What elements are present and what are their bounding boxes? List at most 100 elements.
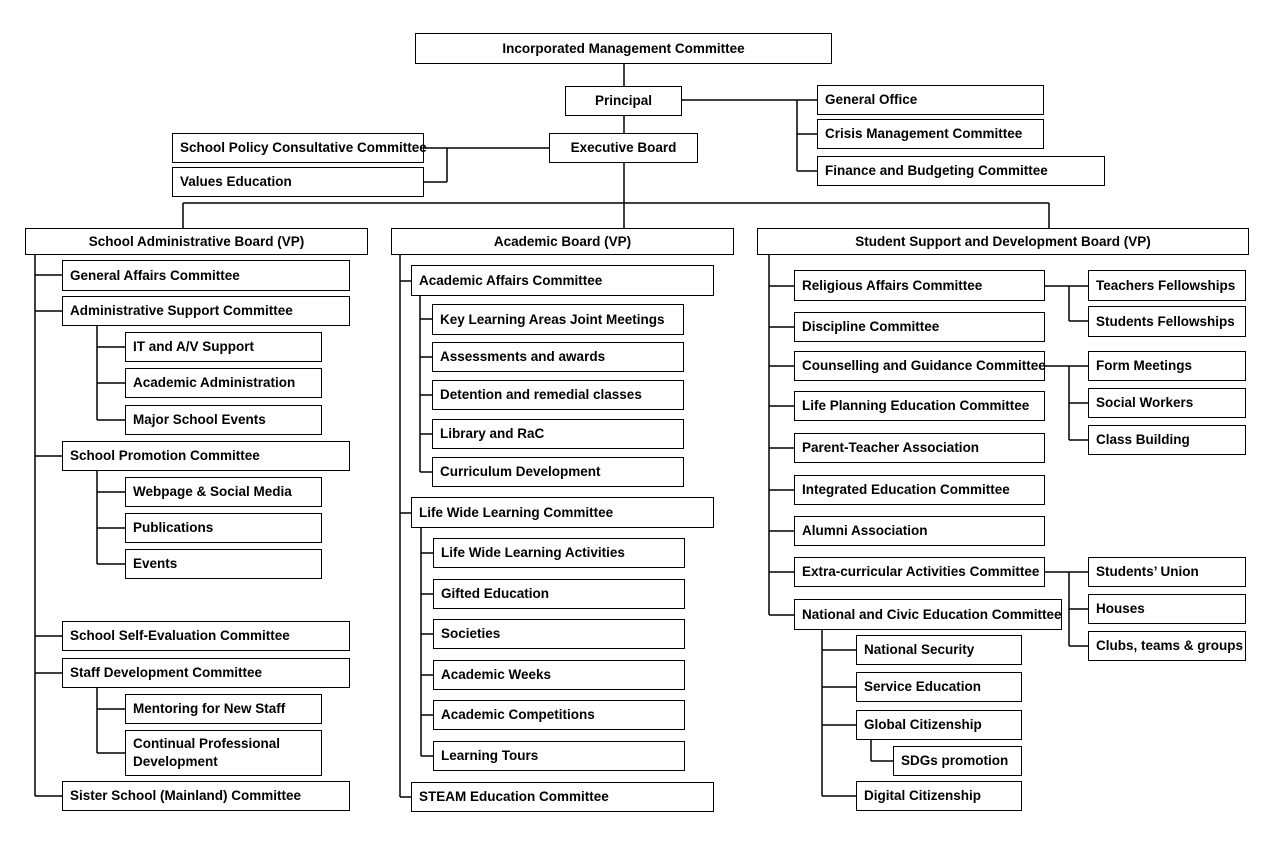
school-promotion-box: School Promotion Committee bbox=[62, 441, 350, 471]
social-workers-box: Social Workers bbox=[1088, 388, 1246, 418]
social-workers-label: Social Workers bbox=[1096, 395, 1194, 410]
academic-competitions-box: Academic Competitions bbox=[433, 700, 685, 730]
academic-competitions-label: Academic Competitions bbox=[441, 707, 595, 722]
steam-education-box: STEAM Education Committee bbox=[411, 782, 714, 812]
assessments-awards-box: Assessments and awards bbox=[432, 342, 684, 372]
alumni-box: Alumni Association bbox=[794, 516, 1045, 546]
eca-box: Extra-curricular Activities Committee bbox=[794, 557, 1045, 587]
discipline-label: Discipline Committee bbox=[802, 319, 940, 334]
lwl-activities-label: Life Wide Learning Activities bbox=[441, 545, 625, 560]
general-office-label: General Office bbox=[825, 92, 918, 107]
digital-citizenship-box: Digital Citizenship bbox=[856, 781, 1022, 811]
principal-box: Principal bbox=[565, 86, 682, 116]
clubs-teams-groups-box: Clubs, teams & groups bbox=[1088, 631, 1246, 661]
values-education-box: Values Education bbox=[172, 167, 424, 197]
executive-board-label: Executive Board bbox=[570, 140, 677, 155]
pta-box: Parent-Teacher Association bbox=[794, 433, 1045, 463]
form-meetings-label: Form Meetings bbox=[1096, 358, 1193, 373]
imc-label: Incorporated Management Committee bbox=[502, 40, 745, 56]
admin-board-label: School Administrative Board (VP) bbox=[88, 233, 305, 249]
events-label: Events bbox=[133, 556, 178, 571]
life-wide-learning-box: Life Wide Learning Committee bbox=[411, 497, 714, 528]
library-rac-label: Library and RaC bbox=[440, 426, 545, 441]
service-education-box: Service Education bbox=[856, 672, 1022, 702]
finance-budgeting-label: Finance and Budgeting Committee bbox=[825, 163, 1048, 178]
publications-label: Publications bbox=[133, 520, 214, 535]
digital-citizenship-label: Digital Citizenship bbox=[864, 788, 982, 803]
major-school-events-box: Major School Events bbox=[125, 405, 322, 435]
learning-tours-box: Learning Tours bbox=[433, 741, 685, 771]
administrative-support-label: Administrative Support Committee bbox=[70, 303, 293, 318]
life-wide-learning-label: Life Wide Learning Committee bbox=[419, 504, 614, 520]
national-civic-box: National and Civic Education Committee bbox=[794, 599, 1062, 630]
general-affairs-label: General Affairs Committee bbox=[70, 267, 240, 283]
gifted-education-label: Gifted Education bbox=[441, 586, 549, 601]
form-meetings-box: Form Meetings bbox=[1088, 351, 1246, 381]
lwl-activities-box: Life Wide Learning Activities bbox=[433, 538, 685, 568]
staff-development-box: Staff Development Committee bbox=[62, 658, 350, 688]
detention-remedial-label: Detention and remedial classes bbox=[440, 387, 642, 402]
sdgs-promotion-box: SDGs promotion bbox=[893, 746, 1022, 776]
kla-joint-meetings-box: Key Learning Areas Joint Meetings bbox=[432, 304, 684, 335]
admin-board-box: School Administrative Board (VP) bbox=[25, 228, 368, 255]
students-fellowships-box: Students Fellowships bbox=[1088, 306, 1246, 337]
discipline-box: Discipline Committee bbox=[794, 312, 1045, 342]
sdgs-promotion-label: SDGs promotion bbox=[901, 753, 1009, 768]
learning-tours-label: Learning Tours bbox=[441, 748, 539, 763]
assessments-awards-label: Assessments and awards bbox=[440, 349, 606, 364]
self-evaluation-label: School Self-Evaluation Committee bbox=[70, 628, 290, 643]
academic-weeks-label: Academic Weeks bbox=[441, 667, 552, 682]
global-citizenship-box: Global Citizenship bbox=[856, 710, 1022, 740]
houses-box: Houses bbox=[1088, 594, 1246, 624]
life-planning-label: Life Planning Education Committee bbox=[802, 398, 1030, 413]
finance-budgeting-box: Finance and Budgeting Committee bbox=[817, 156, 1105, 186]
gifted-education-box: Gifted Education bbox=[433, 579, 685, 609]
webpage-social-media-box: Webpage & Social Media bbox=[125, 477, 322, 507]
sister-school-box: Sister School (Mainland) Committee bbox=[62, 781, 350, 811]
students-fellowships-label: Students Fellowships bbox=[1096, 313, 1235, 329]
school-policy-consultative-box: School Policy Consultative Committee bbox=[172, 133, 427, 163]
national-civic-label: National and Civic Education Committee bbox=[802, 606, 1062, 622]
support-board-label: Student Support and Development Board (V… bbox=[855, 233, 1151, 249]
teachers-fellowships-label: Teachers Fellowships bbox=[1096, 277, 1236, 293]
curriculum-development-box: Curriculum Development bbox=[432, 457, 684, 487]
academic-board-label: Academic Board (VP) bbox=[493, 233, 632, 249]
students-union-box: Students’ Union bbox=[1088, 557, 1246, 587]
alumni-label: Alumni Association bbox=[802, 523, 928, 538]
it-av-support-label: IT and A/V Support bbox=[133, 339, 254, 354]
curriculum-development-label: Curriculum Development bbox=[440, 464, 601, 479]
counselling-guidance-label: Counselling and Guidance Committee bbox=[802, 358, 1046, 373]
publications-box: Publications bbox=[125, 513, 322, 543]
eca-label: Extra-curricular Activities Committee bbox=[802, 564, 1040, 579]
service-education-label: Service Education bbox=[864, 679, 982, 694]
societies-label: Societies bbox=[441, 626, 501, 641]
life-planning-box: Life Planning Education Committee bbox=[794, 391, 1045, 421]
general-affairs-box: General Affairs Committee bbox=[62, 260, 350, 291]
integrated-education-box: Integrated Education Committee bbox=[794, 475, 1045, 505]
staff-development-label: Staff Development Committee bbox=[70, 665, 263, 680]
administrative-support-box: Administrative Support Committee bbox=[62, 296, 350, 326]
imc-box: Incorporated Management Committee bbox=[415, 33, 832, 64]
general-office-box: General Office bbox=[817, 85, 1044, 115]
events-box: Events bbox=[125, 549, 322, 579]
class-building-box: Class Building bbox=[1088, 425, 1246, 455]
principal-label: Principal bbox=[594, 93, 653, 108]
major-school-events-label: Major School Events bbox=[133, 412, 266, 427]
academic-affairs-label: Academic Affairs Committee bbox=[419, 272, 603, 288]
class-building-label: Class Building bbox=[1096, 432, 1190, 447]
continual-professional-development-box: Continual Professional Development bbox=[125, 730, 322, 776]
school-promotion-label: School Promotion Committee bbox=[70, 448, 260, 463]
kla-joint-meetings-label: Key Learning Areas Joint Meetings bbox=[440, 311, 665, 327]
academic-board-box: Academic Board (VP) bbox=[391, 228, 734, 255]
religious-affairs-box: Religious Affairs Committee bbox=[794, 270, 1045, 301]
houses-label: Houses bbox=[1096, 601, 1145, 616]
webpage-social-media-label: Webpage & Social Media bbox=[133, 484, 292, 499]
self-evaluation-box: School Self-Evaluation Committee bbox=[62, 621, 350, 651]
academic-administration-box: Academic Administration bbox=[125, 368, 322, 398]
teachers-fellowships-box: Teachers Fellowships bbox=[1088, 270, 1246, 301]
pta-label: Parent-Teacher Association bbox=[802, 440, 980, 455]
academic-affairs-box: Academic Affairs Committee bbox=[411, 265, 714, 296]
clubs-teams-groups-label: Clubs, teams & groups bbox=[1096, 638, 1244, 653]
